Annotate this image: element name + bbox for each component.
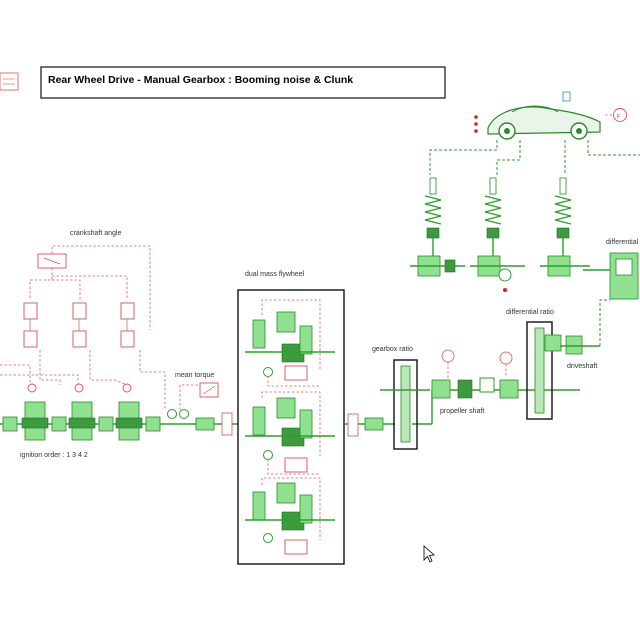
flywheel-stage-1[interactable]: [245, 299, 335, 387]
cylinder-1-controls[interactable]: [23, 302, 38, 348]
flywheel-stage-2[interactable]: [245, 391, 335, 475]
spring-damper-icon[interactable]: [410, 177, 590, 292]
gearbox-ratio-label: gearbox ratio: [372, 346, 413, 353]
suspension-unit-3[interactable]: [540, 177, 590, 277]
driveshaft-label: driveshaft: [567, 363, 597, 370]
cylinder-sensors[interactable]: [27, 383, 132, 393]
diagram-title: Rear Wheel Drive - Manual Gearbox : Boom…: [48, 74, 353, 86]
crankshaft-angle-label: crankshaft angle: [70, 230, 121, 237]
cylinder-3-controls[interactable]: [120, 302, 135, 348]
dual-mass-flywheel-frame[interactable]: [237, 289, 345, 565]
suspension-unit-2[interactable]: [470, 177, 525, 292]
engine-signal-lines: [0, 245, 200, 410]
engine-cylinder-2[interactable]: [68, 401, 96, 441]
dual-mass-flywheel-label: dual mass flywheel: [245, 271, 305, 278]
flywheel-stage-3[interactable]: [245, 477, 335, 555]
mean-torque-block[interactable]: [199, 382, 219, 398]
gearbox-gear-icon[interactable]: [380, 365, 430, 443]
ignition-order-label: ignition order : 1 3 4 2: [20, 452, 88, 459]
differential-gear-icon[interactable]: [534, 327, 562, 414]
car-connection-lines: [429, 140, 640, 175]
data-tag-icon[interactable]: [0, 72, 19, 91]
differential-label: differential: [606, 239, 639, 246]
driveshaft-elements[interactable]: [560, 299, 610, 355]
differential-block[interactable]: [583, 252, 639, 300]
gearbox-frame[interactable]: [393, 359, 418, 450]
crankshaft-angle-block[interactable]: [37, 253, 67, 269]
svg-text:F: F: [617, 114, 620, 120]
propeller-shaft-label: propeller shaft: [440, 408, 484, 415]
title-box: Rear Wheel Drive - Manual Gearbox : Boom…: [40, 66, 446, 99]
car-inputs[interactable]: F: [474, 91, 627, 133]
engine-cylinder-1[interactable]: [21, 401, 49, 441]
engine-cylinder-3[interactable]: [115, 401, 143, 441]
suspension-unit-1[interactable]: [410, 177, 465, 277]
differential-ratio-frame[interactable]: [526, 321, 553, 420]
differential-ratio-label: differential ratio: [506, 309, 554, 316]
mouse-cursor-icon: [423, 545, 435, 563]
cylinder-2-controls[interactable]: [72, 302, 87, 348]
mean-torque-label: mean torque: [175, 372, 214, 379]
torque-sensors[interactable]: [167, 409, 233, 436]
crank-inertias[interactable]: [2, 416, 161, 432]
clutch-inertia[interactable]: [347, 413, 384, 437]
propeller-shaft-elements[interactable]: [431, 349, 519, 399]
car-icon[interactable]: [487, 105, 601, 140]
